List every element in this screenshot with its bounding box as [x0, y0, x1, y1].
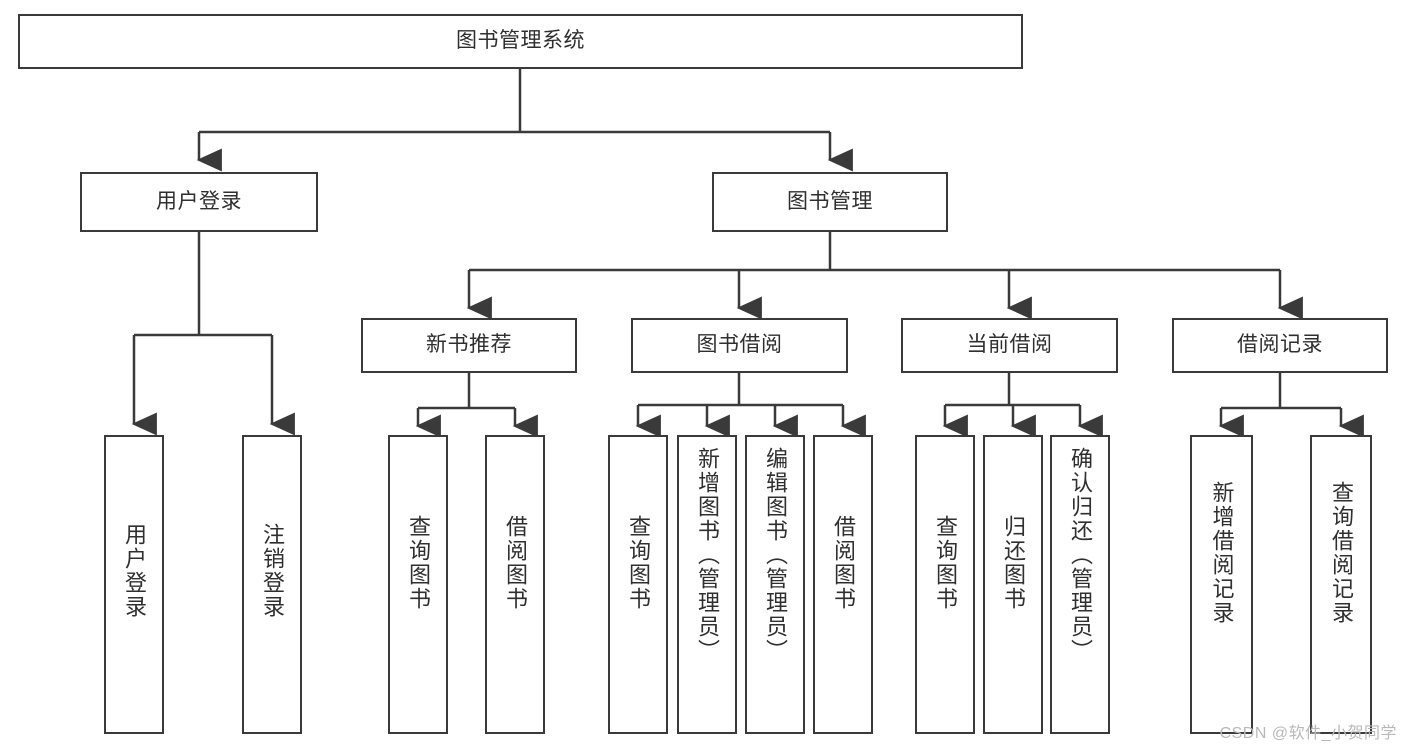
node-current-borrow[interactable]: 当前借阅	[901, 318, 1118, 373]
node-leaf-borrow-book-rec[interactable]: 借阅图书	[485, 435, 545, 734]
node-book-management[interactable]: 图书管理	[712, 172, 948, 232]
node-leaf-edit-book-admin-label: 编辑图书（管理员）	[763, 447, 788, 663]
node-root-label: 图书管理系统	[456, 29, 585, 53]
node-leaf-borrow-book-rec-label: 借阅图书	[503, 515, 528, 611]
node-current-borrow-label: 当前借阅	[966, 333, 1053, 357]
node-user-login[interactable]: 用户登录	[80, 172, 318, 232]
node-book-management-label: 图书管理	[787, 189, 873, 213]
node-leaf-query-book-borrow-label: 查询图书	[626, 515, 651, 611]
node-new-book-recommend-label: 新书推荐	[426, 333, 512, 357]
node-leaf-user-login-label: 用户登录	[122, 523, 147, 619]
node-leaf-confirm-return-admin[interactable]: 确认归还（管理员）	[1050, 435, 1110, 734]
node-leaf-query-book-borrow[interactable]: 查询图书	[608, 435, 668, 734]
node-leaf-logout[interactable]: 注销登录	[242, 435, 302, 734]
node-leaf-return-book-label: 归还图书	[1001, 515, 1026, 611]
node-leaf-query-borrow-record-label: 查询借阅记录	[1329, 481, 1354, 625]
node-borrow-record[interactable]: 借阅记录	[1172, 318, 1388, 373]
node-leaf-confirm-return-admin-label: 确认归还（管理员）	[1068, 447, 1093, 663]
node-leaf-query-borrow-record[interactable]: 查询借阅记录	[1310, 435, 1372, 734]
node-leaf-user-login[interactable]: 用户登录	[104, 435, 164, 734]
node-book-borrow[interactable]: 图书借阅	[631, 318, 848, 373]
node-leaf-add-book-admin-label: 新增图书（管理员）	[695, 447, 720, 663]
node-leaf-query-book-rec[interactable]: 查询图书	[388, 435, 448, 734]
node-leaf-query-book-current[interactable]: 查询图书	[915, 435, 975, 734]
node-leaf-add-borrow-record[interactable]: 新增借阅记录	[1190, 435, 1253, 734]
node-borrow-record-label: 借阅记录	[1237, 333, 1323, 357]
node-leaf-return-book[interactable]: 归还图书	[983, 435, 1043, 734]
node-root[interactable]: 图书管理系统	[18, 14, 1023, 69]
node-new-book-recommend[interactable]: 新书推荐	[361, 318, 577, 373]
node-leaf-borrow-book-label: 借阅图书	[831, 515, 856, 611]
node-leaf-borrow-book[interactable]: 借阅图书	[813, 435, 873, 734]
node-user-login-label: 用户登录	[156, 189, 242, 213]
node-leaf-query-book-current-label: 查询图书	[933, 515, 958, 611]
node-leaf-query-book-rec-label: 查询图书	[406, 515, 431, 611]
node-leaf-logout-label: 注销登录	[260, 523, 285, 619]
node-leaf-add-borrow-record-label: 新增借阅记录	[1209, 481, 1235, 625]
node-book-borrow-label: 图书借阅	[696, 333, 783, 357]
csdn-watermark: CSDN @软件_小贺同学	[1219, 725, 1397, 742]
node-leaf-edit-book-admin[interactable]: 编辑图书（管理员）	[745, 435, 805, 734]
node-leaf-add-book-admin[interactable]: 新增图书（管理员）	[677, 435, 737, 734]
